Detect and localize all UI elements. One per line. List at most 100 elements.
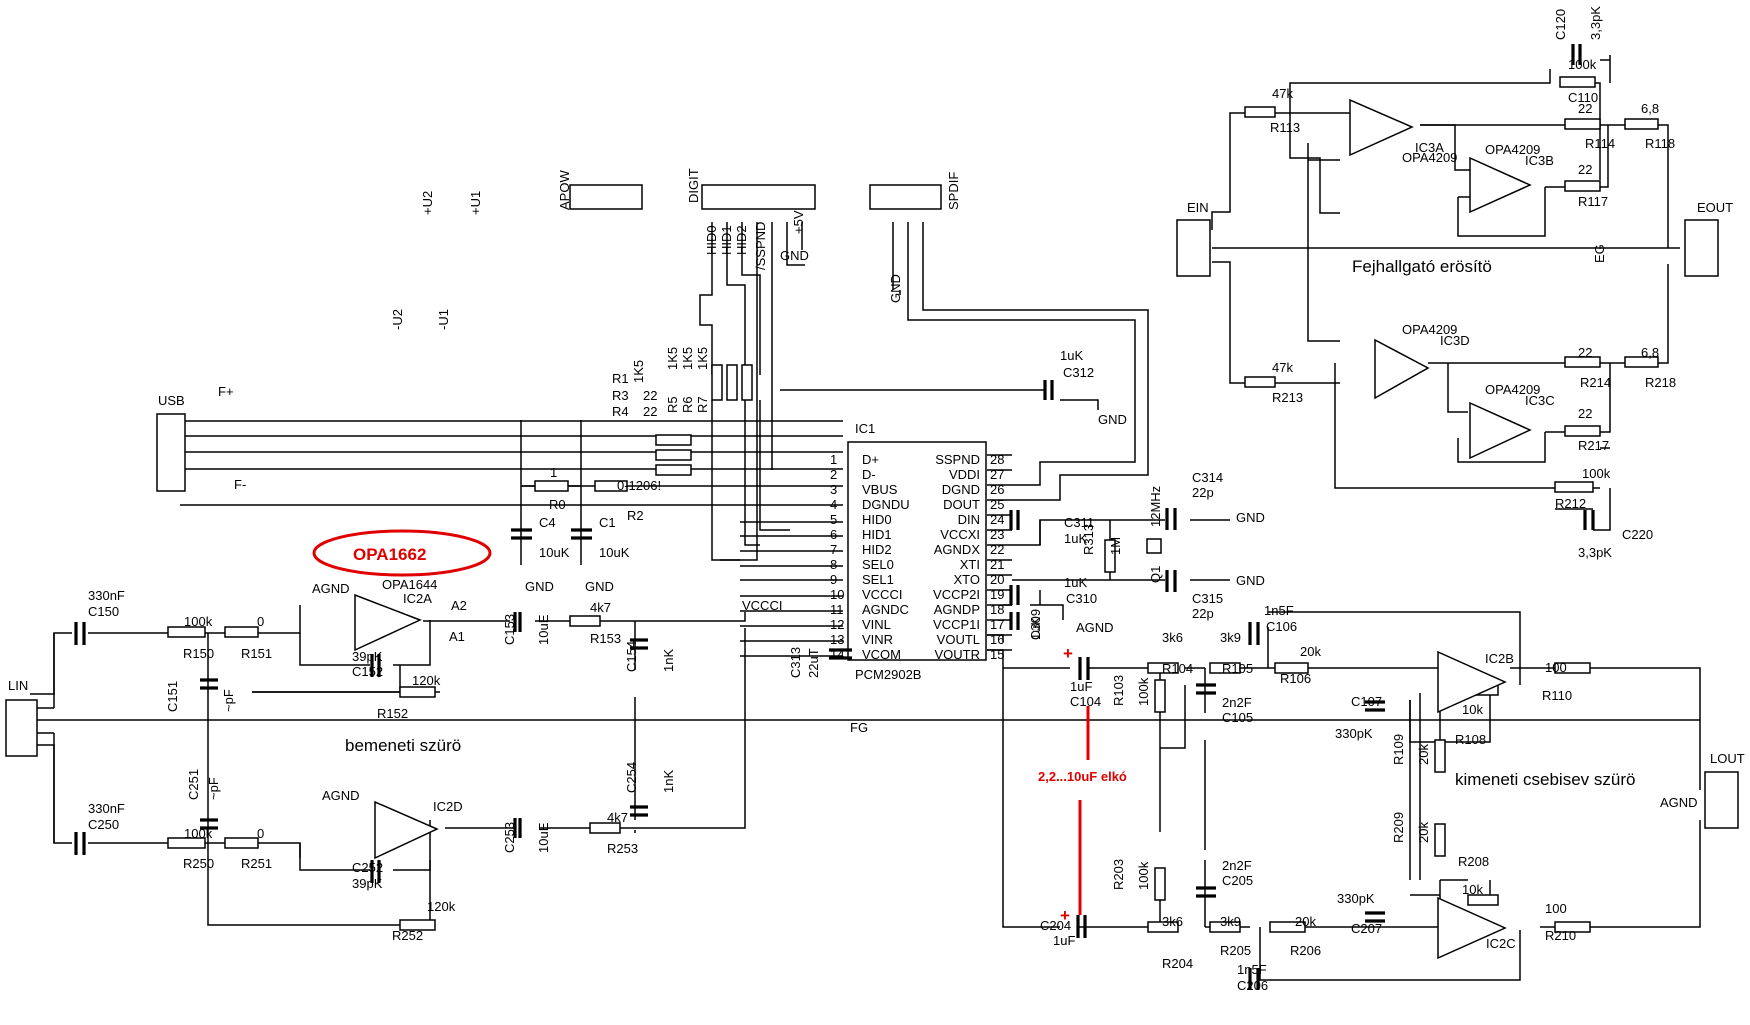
ref-label: R2 — [627, 508, 644, 523]
value-label: 20k — [1295, 914, 1316, 929]
ic1-right-pin: AGNDP — [934, 602, 980, 617]
annotation: LOUT — [1710, 751, 1745, 766]
ref-label: C253 — [502, 822, 517, 853]
annotation: IC2A — [403, 591, 432, 606]
annotation: C311 — [1064, 515, 1094, 530]
ic1-left-pin: HID0 — [862, 512, 892, 527]
ic1-left-pin: SEL0 — [862, 557, 894, 572]
ic1-pin-number: 12 — [830, 617, 844, 632]
annotation: 330nF — [88, 801, 125, 816]
ic1-pin-number: 7 — [830, 542, 837, 557]
annotation: C252 — [352, 860, 383, 875]
value-label: 100k — [1136, 677, 1151, 706]
ref-label: R204 — [1162, 956, 1193, 971]
value-label: 20k — [1416, 744, 1431, 765]
apow-connector — [569, 184, 643, 210]
ic1-pin-number: 4 — [830, 497, 837, 512]
annotation: 1K5 — [680, 347, 695, 370]
components — [5, 44, 1739, 990]
ref-label: R252 — [392, 928, 423, 943]
annotation: 1uK — [1064, 575, 1087, 590]
value-label: 22 — [1578, 406, 1592, 421]
annotation: 330pK — [1337, 891, 1375, 906]
annotation: R6 — [680, 396, 695, 413]
ic1-pin-number: 3 — [830, 482, 837, 497]
annotation: 39pK — [352, 649, 383, 664]
ic1-left-pin: VINL — [862, 617, 891, 632]
annotation: GND — [1098, 412, 1127, 427]
annotation: C310 — [1066, 591, 1097, 606]
ic1-pin-number: 25 — [990, 497, 1004, 512]
annotation: AGND — [312, 581, 350, 596]
ic1-left-pin: VBUS — [862, 482, 898, 497]
usb-connector — [156, 413, 186, 492]
ic1-pin-number: 22 — [990, 542, 1004, 557]
value-label: 100k — [1582, 466, 1611, 481]
ic1-right-pin: VOUTL — [937, 632, 980, 647]
value-label: 20k — [1416, 822, 1431, 843]
annotation: C315 — [1192, 591, 1223, 606]
ref-label: R210 — [1545, 928, 1576, 943]
ic1-pin-number: 17 — [990, 617, 1004, 632]
annotation: C312 — [1063, 365, 1094, 380]
ic1-pin-number: 8 — [830, 557, 837, 572]
ic1-left-pin: D- — [862, 467, 876, 482]
annotation: OPA4209 — [1485, 382, 1540, 397]
annotation: IC2D — [433, 799, 463, 814]
ic1-right-pin: VCCXI — [940, 527, 980, 542]
annotation: 1K5 — [695, 347, 710, 370]
annotation: 2n2F — [1222, 695, 1252, 710]
annotation: 1uF — [1053, 933, 1075, 948]
annotation: GND — [585, 579, 614, 594]
annotation: 22 — [643, 404, 657, 419]
elko-note: 2,2...10uF elkó — [1038, 769, 1127, 784]
annotation: R3 — [612, 388, 629, 403]
ic1-pin-number: 16 — [990, 632, 1004, 647]
ic1-pin-number: 2 — [830, 467, 837, 482]
annotation: F+ — [218, 384, 234, 399]
annotation: /SSPND — [753, 222, 768, 270]
annotation: 1n5F — [1237, 962, 1267, 977]
annotation: C4 — [539, 515, 556, 530]
svg-text:+: + — [1060, 906, 1070, 925]
annotation: GND — [780, 248, 809, 263]
ic1-left-pin: DGNDU — [862, 497, 910, 512]
ic1-pin-number: 1 — [830, 452, 837, 467]
bemeneti-label: bemeneti szürö — [345, 736, 461, 755]
opamp-ic3c — [1469, 401, 1532, 460]
annotation: HID0 — [704, 225, 719, 255]
annotation: FG — [850, 720, 868, 735]
annotation: IC2C — [1486, 936, 1516, 951]
annotation: C250 — [88, 817, 119, 832]
ref-label: R313 — [1081, 524, 1096, 555]
annotation: IC3A — [1415, 140, 1444, 155]
annotation: 10uK — [599, 545, 630, 560]
ref-label: R109 — [1391, 734, 1406, 765]
annotation: -U1 — [436, 309, 451, 330]
annotation: C207 — [1351, 921, 1382, 936]
ic1-left-pin: VCCCI — [862, 587, 902, 602]
ref-label: R104 — [1162, 661, 1193, 676]
ic1-left-pin: HID2 — [862, 542, 892, 557]
ic1-pin-number: 5 — [830, 512, 837, 527]
ic1-right-pin: AGNDX — [934, 542, 981, 557]
annotation: 1K5 — [631, 360, 646, 383]
annotation: GND — [888, 274, 903, 303]
fejhallgato-label: Fejhallgató erösítö — [1352, 257, 1492, 276]
annotation: A1 — [449, 629, 465, 644]
value-label: 3k9 — [1220, 630, 1241, 645]
annotation: 330nF — [88, 588, 125, 603]
ref-label: R203 — [1111, 859, 1126, 890]
value-label: 0 — [257, 614, 264, 629]
ic1-left-pin: VINR — [862, 632, 893, 647]
ref-label: R217 — [1578, 438, 1609, 453]
value-label: 6,8 — [1641, 101, 1659, 116]
ic1-pin-number: 15 — [990, 647, 1004, 662]
opamp-ic2a — [354, 593, 422, 652]
annotation: 1uK — [1064, 531, 1087, 546]
component-labels: 47kR11322R11422R1176,8R118100kC11047kR21… — [8, 6, 1745, 993]
annotation: IC3B — [1525, 153, 1554, 168]
ic1-pin-number: 19 — [990, 587, 1004, 602]
ic1-left-pin: AGNDC — [862, 602, 909, 617]
